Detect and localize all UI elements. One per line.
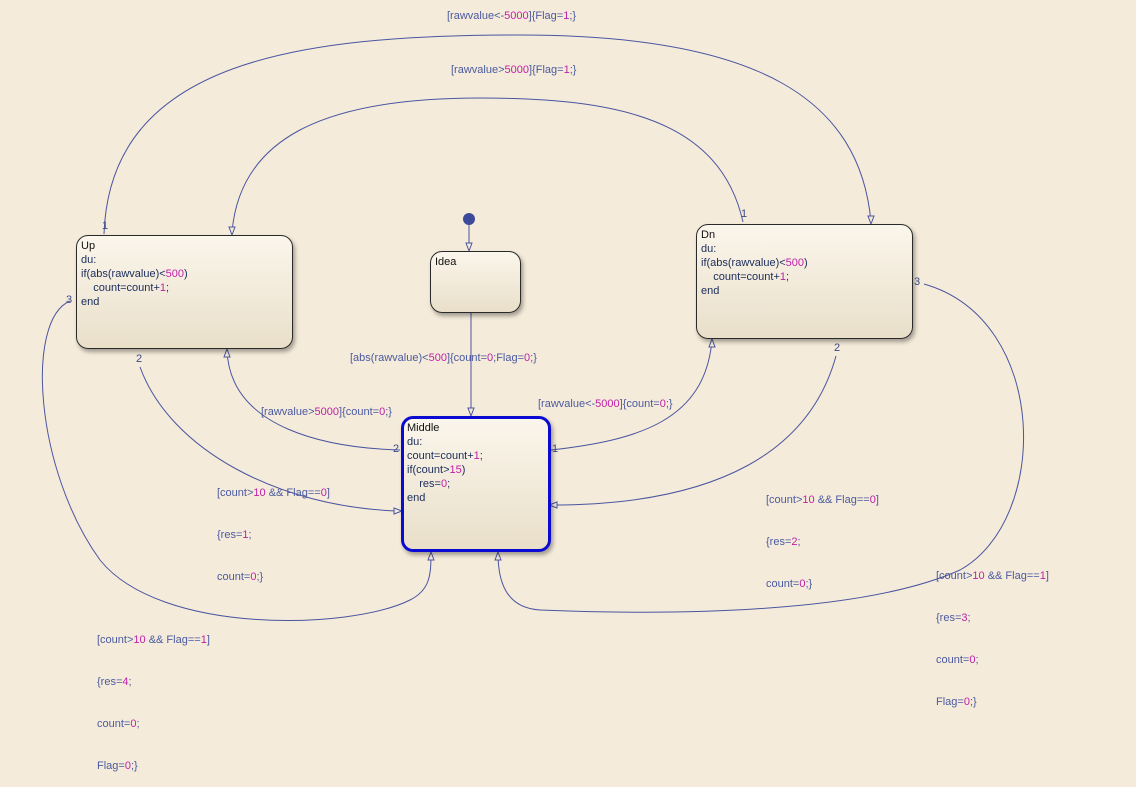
- label-up-to-dn[interactable]: [rawvalue<-5000]{Flag=1;}: [447, 10, 577, 22]
- label-line: count=0;}: [766, 578, 813, 590]
- state-dn[interactable]: Dn du: if(abs(rawvalue)<500) count=count…: [696, 224, 913, 339]
- label-line: {res=2;: [766, 536, 801, 548]
- label-line: Flag=0;}: [936, 696, 977, 708]
- arrowhead: [867, 215, 875, 226]
- state-dn-line: if(abs(rawvalue)<500): [701, 257, 808, 269]
- default-transition-dot[interactable]: [463, 213, 475, 225]
- stateflow-canvas: [41, 34, 1024, 621]
- state-middle-line: count=count+1;: [407, 450, 483, 462]
- transition-middle-to-up[interactable]: [226, 349, 401, 451]
- label-line: [count>10 && Flag==0]: [217, 487, 330, 499]
- transition-dn-to-up[interactable]: [231, 97, 744, 233]
- arrowhead: [494, 550, 502, 561]
- state-up-line: count=count+1;: [81, 282, 170, 294]
- state-middle-line: du:: [407, 436, 423, 448]
- transition-up-to-dn[interactable]: [103, 34, 872, 235]
- state-middle-line: res=0;: [407, 478, 451, 490]
- transition-up2-to-middle[interactable]: [139, 366, 401, 512]
- state-idea[interactable]: Idea: [430, 251, 521, 313]
- label-line: [count>10 && Flag==1]: [97, 634, 210, 646]
- state-dn-line: du:: [701, 243, 717, 255]
- arrowhead: [228, 226, 236, 237]
- arrowhead: [393, 507, 404, 515]
- label-dn-to-up[interactable]: [rawvalue>5000]{Flag=1;}: [451, 64, 577, 76]
- label-line: {res=1;: [217, 529, 252, 541]
- arrowhead: [467, 407, 475, 418]
- label-middle-to-dn[interactable]: [rawvalue<-5000]{count=0;}: [538, 398, 673, 410]
- state-up-body: du: if(abs(rawvalue)<500) count=count+1;…: [81, 253, 288, 309]
- label-up3-to-middle[interactable]: [count>10 && Flag==1] {res=4; count=0; F…: [97, 605, 210, 787]
- transition-up3-to-middle[interactable]: [41, 300, 432, 621]
- state-idea-name: Idea: [435, 256, 457, 268]
- state-dn-line: end: [701, 285, 720, 297]
- priority-dn-2: 2: [834, 342, 841, 354]
- label-line: [count>10 && Flag==0]: [766, 494, 879, 506]
- state-up-line: if(abs(rawvalue)<500): [81, 268, 188, 280]
- priority-up-1: 1: [102, 220, 109, 232]
- label-line: {res=3;: [936, 612, 971, 624]
- priority-mid-2: 2: [393, 443, 400, 455]
- priority-mid-1: 1: [552, 443, 559, 455]
- label-up2-to-middle[interactable]: [count>10 && Flag==0] {res=1; count=0;}: [217, 458, 330, 598]
- priority-dn-3: 3: [914, 276, 921, 288]
- arrowhead: [223, 347, 231, 358]
- arrowhead: [547, 501, 558, 509]
- state-up-line: du:: [81, 254, 97, 266]
- state-up[interactable]: Up du: if(abs(rawvalue)<500) count=count…: [76, 235, 293, 349]
- priority-dn-1: 1: [741, 208, 748, 220]
- label-idea-to-middle[interactable]: [abs(rawvalue)<500]{count=0;Flag=0;}: [350, 352, 537, 364]
- state-up-name: Up: [81, 240, 96, 252]
- priority-up-2: 2: [136, 353, 143, 365]
- transition-dn2-to-middle[interactable]: [550, 355, 837, 506]
- arrowhead: [708, 337, 716, 348]
- state-middle-name: Middle: [407, 422, 440, 434]
- label-dn3-to-middle[interactable]: [count>10 && Flag==1] {res=3; count=0; F…: [936, 541, 1049, 723]
- transition-middle-to-dn[interactable]: [550, 339, 713, 451]
- label-line: count=0;: [97, 718, 140, 730]
- state-up-line: end: [81, 296, 100, 308]
- state-middle-line: if(count>15): [407, 464, 466, 476]
- state-dn-body: du: if(abs(rawvalue)<500) count=count+1;…: [701, 242, 908, 298]
- state-middle[interactable]: Middle du: count=count+1; if(count>15) r…: [401, 416, 551, 552]
- arrowhead: [465, 242, 473, 253]
- label-dn2-to-middle[interactable]: [count>10 && Flag==0] {res=2; count=0;}: [766, 465, 879, 605]
- priority-up-3: 3: [66, 294, 73, 306]
- transition-dn3-to-middle[interactable]: [497, 283, 1024, 613]
- state-dn-line: count=count+1;: [701, 271, 790, 283]
- label-line: Flag=0;}: [97, 760, 138, 772]
- label-line: {res=4;: [97, 676, 132, 688]
- label-line: count=0;: [936, 654, 979, 666]
- state-middle-body: du: count=count+1; if(count>15) res=0; e…: [407, 435, 545, 505]
- label-middle-to-up[interactable]: [rawvalue>5000]{count=0;}: [261, 406, 392, 418]
- state-middle-line: end: [407, 492, 426, 504]
- label-line: [count>10 && Flag==1]: [936, 570, 1049, 582]
- arrowhead: [427, 550, 435, 561]
- state-dn-name: Dn: [701, 229, 716, 241]
- label-line: count=0;}: [217, 571, 264, 583]
